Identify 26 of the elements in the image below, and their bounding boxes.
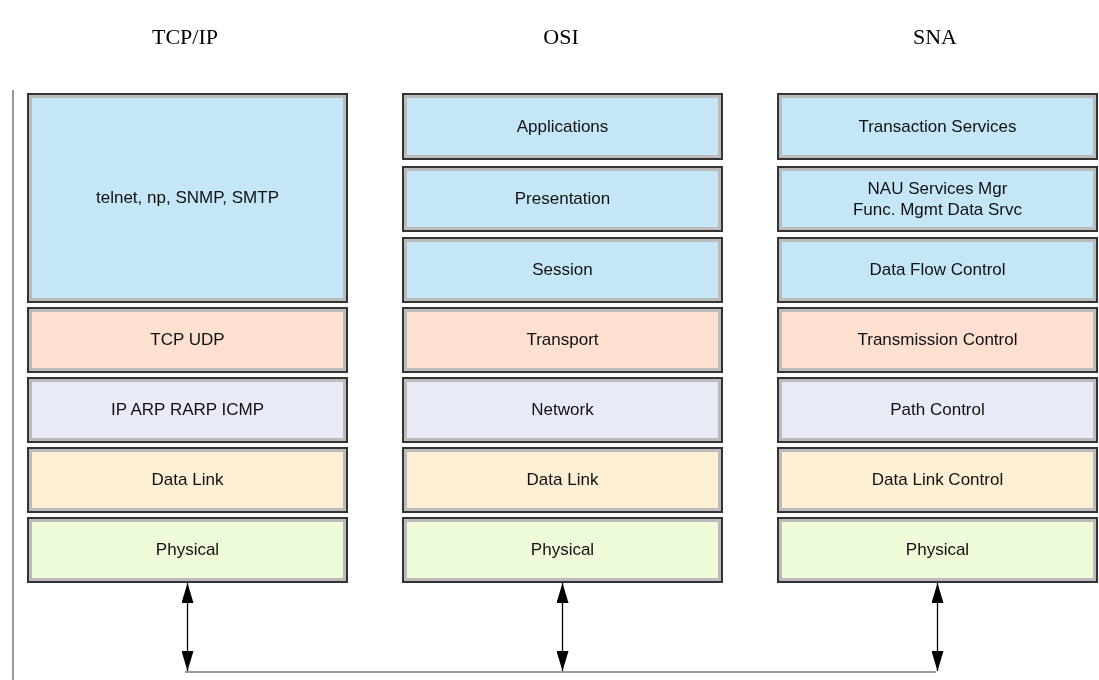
layer-box: Physical [27,517,348,583]
arrow [931,582,944,672]
column-heading: SNA [912,24,958,50]
column-heading: OSI [542,24,580,50]
layer-box: Path Control [777,377,1098,443]
layer-box: NAU Services Mgr Func. Mgmt Data Srvc [777,166,1098,232]
layer-box: Presentation [402,166,723,232]
bus-line [185,671,936,673]
layer-box: Transaction Services [777,93,1098,160]
layer-box: Data Flow Control [777,237,1098,303]
layer-box: Physical [402,517,723,583]
layer-box: Session [402,237,723,303]
layer-box: Transmission Control [777,307,1098,373]
arrow [181,582,194,672]
layer-box: IP ARP RARP ICMP [27,377,348,443]
layer-box: Network [402,377,723,443]
layer-box: TCP UDP [27,307,348,373]
layer-box: Physical [777,517,1098,583]
layer-box: telnet, np, SNMP, SMTP [27,93,348,303]
layer-box: Applications [402,93,723,160]
layer-box: Data Link [27,447,348,513]
layer-box: Data Link [402,447,723,513]
layer-box: Transport [402,307,723,373]
column-heading: TCP/IP [151,24,219,50]
layer-box: Data Link Control [777,447,1098,513]
arrow [556,582,569,672]
